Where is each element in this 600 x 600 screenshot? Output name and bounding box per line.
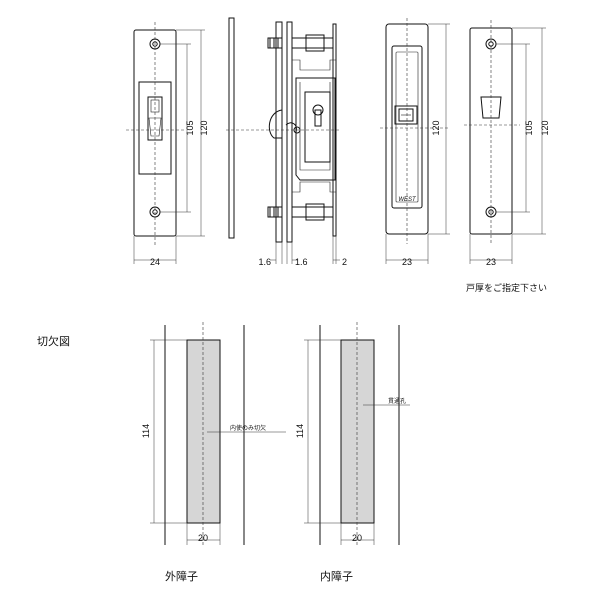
dim-23-a-label: 23 [402,257,412,267]
dim-1-6-left-label: 1.6 [258,257,271,267]
door-thickness-note: 戸厚をご指定下さい [466,282,547,293]
dim-1-6-right-label: 1.6 [295,257,308,267]
brand-logo-text: WEST [398,197,417,203]
dim-120-label: 120 [199,120,209,135]
outer-only-note: 内使のみ切欠 [230,424,266,432]
dim-120-inside-label: 120 [431,120,441,135]
dim-105-label: 105 [185,120,195,135]
dim-105-rear-label: 105 [524,120,534,135]
side-section-view [226,17,340,264]
inner-cutout-rect [340,339,375,524]
dim-20-outer-label: 20 [198,533,208,543]
dim-24-label: 24 [150,257,160,267]
cutout-title: 切欠図 [37,334,70,348]
dim-2-label: 2 [342,257,347,267]
rear-plate-view [464,20,546,264]
outer-panel-cutout [150,322,286,545]
inner-panel-cutout [304,322,410,545]
outer-panel-label: 外障子 [165,569,198,583]
dim-20-inner-label: 20 [352,533,362,543]
outer-cutout-rect [186,339,221,524]
front-view-plate [126,22,205,264]
dim-23-b-label: 23 [486,257,496,267]
through-hole-note: 貫通孔 [388,397,406,405]
dim-114-inner-label: 114 [295,424,305,438]
dim-114-outer-label: 114 [141,424,151,438]
inside-plate-view [380,18,450,264]
dim-120-rear-label: 120 [540,120,550,135]
inner-panel-label: 内障子 [320,569,353,583]
